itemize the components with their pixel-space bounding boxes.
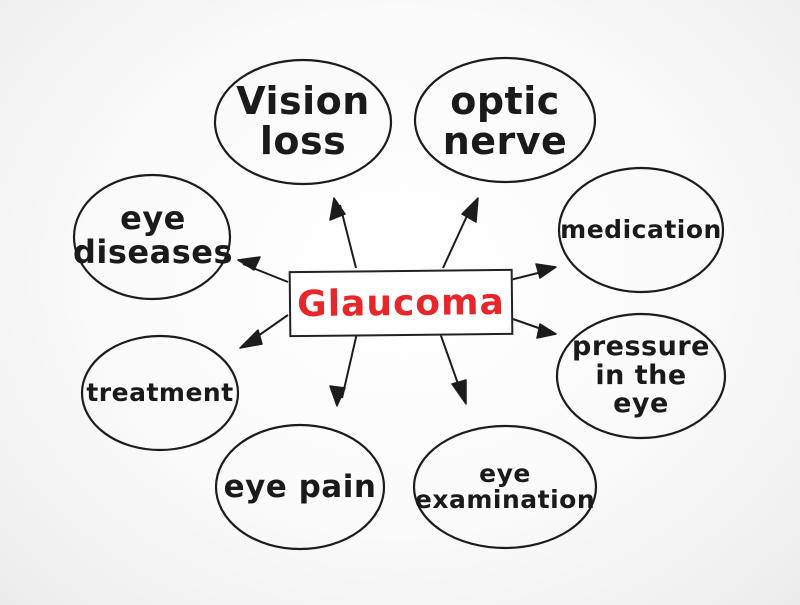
branch-eye-pain-line-1: eye pain: [223, 468, 377, 505]
bubble-outline-eye-diseases: [72, 173, 232, 301]
arrowhead-eye-pain: [329, 385, 346, 407]
branch-eye-diseases-line-2: diseases: [73, 233, 234, 271]
branch-pressure-in-the-eye: pressure in the eye: [563, 331, 719, 420]
arrowhead-vision-loss: [329, 197, 346, 221]
bubble-outline-optic-nerve: [413, 56, 597, 184]
arrowhead-medication: [535, 263, 557, 279]
branch-vision-loss: Vision loss: [225, 70, 381, 174]
arrowhead-pressure: [536, 323, 557, 339]
branch-eye-pain: eye pain: [222, 462, 378, 512]
bubble-outline-treatment: [80, 334, 240, 452]
branch-examination-line-1: eye: [479, 458, 531, 488]
branch-eye-examination: eye examination: [414, 445, 596, 529]
branch-examination-line-2: examination: [414, 485, 596, 514]
central-topic: Glaucoma: [288, 268, 514, 338]
arrowhead-eye-diseases: [237, 256, 261, 271]
branch-optic-nerve: optic nerve: [425, 70, 585, 174]
arrowhead-treatment: [239, 329, 263, 349]
branch-vision-loss-line-1: Vision: [236, 79, 370, 124]
branch-treatment-line-1: treatment: [86, 377, 234, 407]
arrowhead-optic-nerve: [461, 197, 479, 223]
arrowhead-examination: [451, 379, 467, 405]
branch-pressure-line-1: pressure: [572, 331, 710, 363]
branch-vision-loss-line-2: loss: [259, 119, 347, 163]
connector-eye-pain: [341, 332, 358, 399]
branch-treatment: treatment: [86, 370, 234, 416]
bubble-outline-eye-pain: [214, 423, 386, 551]
bubble-outline-pressure: [555, 312, 727, 440]
branch-eye-diseases-line-1: eye: [120, 199, 186, 238]
branch-pressure-line-2: in the eye: [595, 359, 687, 420]
branch-medication-line-1: medication: [560, 214, 722, 244]
branch-optic-nerve-line-1: optic: [450, 79, 560, 124]
branch-medication: medication: [560, 205, 721, 255]
bubble-outline-medication: [557, 166, 725, 294]
branch-eye-diseases: eye diseases: [73, 192, 233, 280]
bubble-outline-vision-loss: [213, 58, 393, 186]
bubble-outline-examination: [412, 424, 598, 550]
branch-optic-nerve-line-2: nerve: [442, 119, 568, 163]
